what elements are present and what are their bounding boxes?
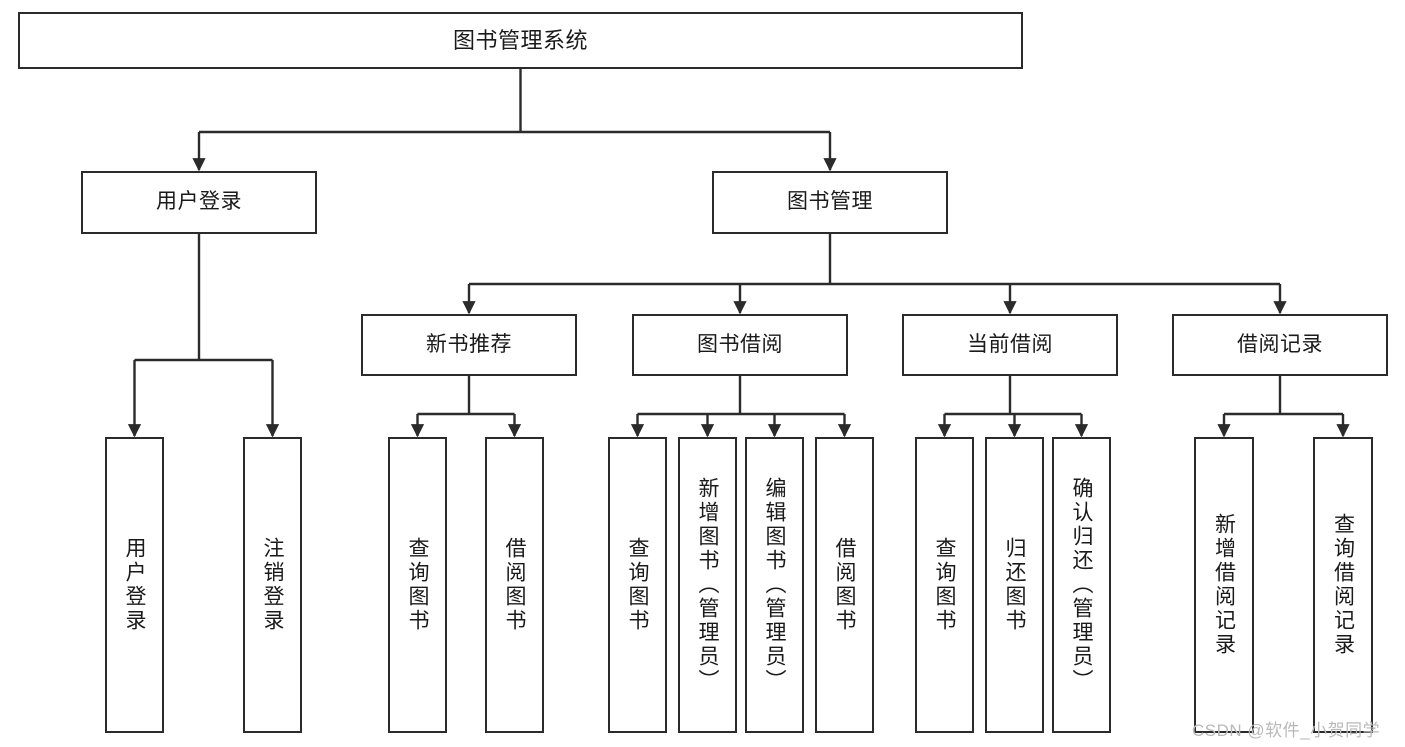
node-leaf-confirm-return[interactable]: 确认归还（管理员）	[1052, 437, 1111, 733]
node-label: 图书借阅	[697, 332, 783, 356]
node-leaf-add-record[interactable]: 新增借阅记录	[1194, 437, 1254, 733]
node-leaf-query-book-2[interactable]: 查询图书	[608, 437, 667, 733]
node-label: 图书管理	[787, 190, 873, 214]
node-label: 借阅记录	[1237, 332, 1323, 356]
node-leaf-query-record[interactable]: 查询借阅记录	[1313, 437, 1373, 733]
node-label: 借阅图书	[833, 537, 856, 633]
node-label: 查询借阅记录	[1331, 513, 1355, 657]
node-label: 新增借阅记录	[1212, 513, 1236, 657]
node-leaf-borrow-book-1[interactable]: 借阅图书	[485, 437, 544, 733]
node-leaf-logout[interactable]: 注销登录	[243, 437, 302, 733]
node-label: 用户登录	[156, 190, 242, 214]
node-new-book-recommend[interactable]: 新书推荐	[361, 314, 577, 376]
node-borrow-record[interactable]: 借阅记录	[1172, 314, 1388, 376]
node-leaf-return-book[interactable]: 归还图书	[985, 437, 1044, 733]
node-label: 编辑图书（管理员）	[763, 477, 786, 693]
node-label: 确认归还（管理员）	[1070, 477, 1093, 693]
node-label: 注销登录	[261, 537, 284, 633]
node-leaf-query-book-1[interactable]: 查询图书	[388, 437, 447, 733]
node-label: 借阅图书	[503, 537, 526, 633]
node-book-management[interactable]: 图书管理	[712, 171, 948, 234]
node-label: 查询图书	[406, 537, 429, 633]
node-current-borrow[interactable]: 当前借阅	[902, 314, 1118, 376]
node-root[interactable]: 图书管理系统	[18, 12, 1023, 69]
node-leaf-query-book-3[interactable]: 查询图书	[915, 437, 974, 733]
node-label: 用户登录	[123, 537, 146, 633]
node-label: 查询图书	[933, 537, 956, 633]
node-label: 查询图书	[626, 537, 649, 633]
node-label: 新增图书（管理员）	[696, 477, 719, 693]
node-label: 当前借阅	[967, 332, 1053, 356]
node-label: 归还图书	[1003, 537, 1026, 633]
node-leaf-borrow-book-2[interactable]: 借阅图书	[815, 437, 874, 733]
node-leaf-add-book[interactable]: 新增图书（管理员）	[678, 437, 737, 733]
node-label: 图书管理系统	[452, 27, 588, 53]
node-user-login[interactable]: 用户登录	[81, 171, 317, 234]
node-leaf-user-login[interactable]: 用户登录	[105, 437, 164, 733]
node-book-borrow[interactable]: 图书借阅	[632, 314, 848, 376]
node-leaf-edit-book[interactable]: 编辑图书（管理员）	[745, 437, 804, 733]
node-label: 新书推荐	[426, 332, 512, 356]
